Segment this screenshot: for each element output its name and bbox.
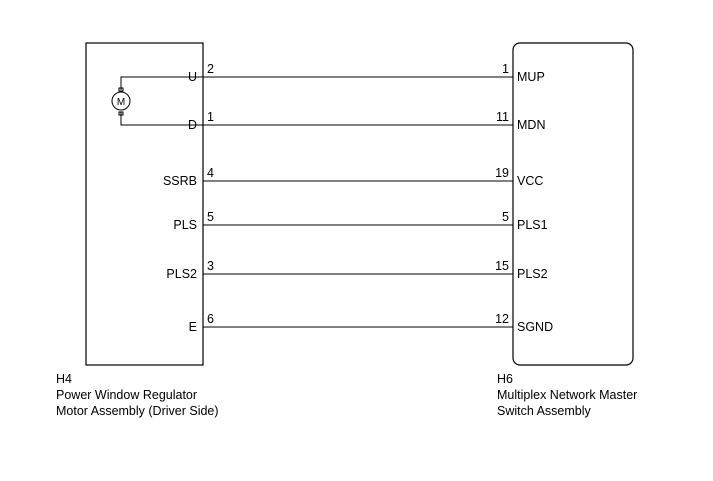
left-pin-label: PLS2 bbox=[166, 267, 197, 281]
right-component-name-line1: Multiplex Network Master bbox=[497, 388, 638, 402]
left-pin-number: 4 bbox=[207, 166, 214, 180]
right-pin-number: 19 bbox=[495, 166, 509, 180]
left-pin-number: 5 bbox=[207, 210, 214, 224]
left-pin-number: 1 bbox=[207, 110, 214, 124]
left-component-code: H4 bbox=[56, 372, 72, 386]
left-pin-label: U bbox=[188, 70, 197, 84]
right-pin-label: SGND bbox=[517, 320, 553, 334]
right-pin-label: VCC bbox=[517, 174, 543, 188]
right-component-caption: H6 Multiplex Network Master Switch Assem… bbox=[497, 371, 637, 419]
right-pin-number: 11 bbox=[496, 110, 509, 124]
left-pin-number: 3 bbox=[207, 259, 214, 273]
left-pin-number: 6 bbox=[207, 312, 214, 326]
right-pin-number: 5 bbox=[502, 210, 509, 224]
motor-icon bbox=[111, 91, 131, 111]
right-pin-number: 1 bbox=[502, 62, 509, 76]
right-pin-label: MUP bbox=[517, 70, 545, 84]
left-pin-label: PLS bbox=[173, 218, 197, 232]
left-pin-label: D bbox=[188, 118, 197, 132]
right-component-code: H6 bbox=[497, 372, 513, 386]
right-pin-number: 12 bbox=[495, 312, 509, 326]
left-pin-label: E bbox=[189, 320, 197, 334]
left-component-name-line1: Power Window Regulator bbox=[56, 388, 198, 402]
left-component-name-line2: Motor Assembly (Driver Side) bbox=[56, 404, 219, 418]
left-pin-label: SSRB bbox=[163, 174, 197, 188]
right-pin-label: PLS2 bbox=[517, 267, 548, 281]
left-pin-number: 2 bbox=[207, 62, 214, 76]
left-component-box bbox=[85, 42, 204, 366]
right-component-box bbox=[512, 42, 634, 366]
right-pin-number: 15 bbox=[495, 259, 509, 273]
left-component-caption: H4 Power Window Regulator Motor Assembly… bbox=[56, 371, 219, 419]
right-component-name-line2: Switch Assembly bbox=[497, 404, 591, 418]
right-pin-label: MDN bbox=[517, 118, 545, 132]
right-pin-label: PLS1 bbox=[517, 218, 548, 232]
motor-label: M bbox=[117, 97, 125, 108]
motor-symbol: M bbox=[111, 76, 203, 126]
